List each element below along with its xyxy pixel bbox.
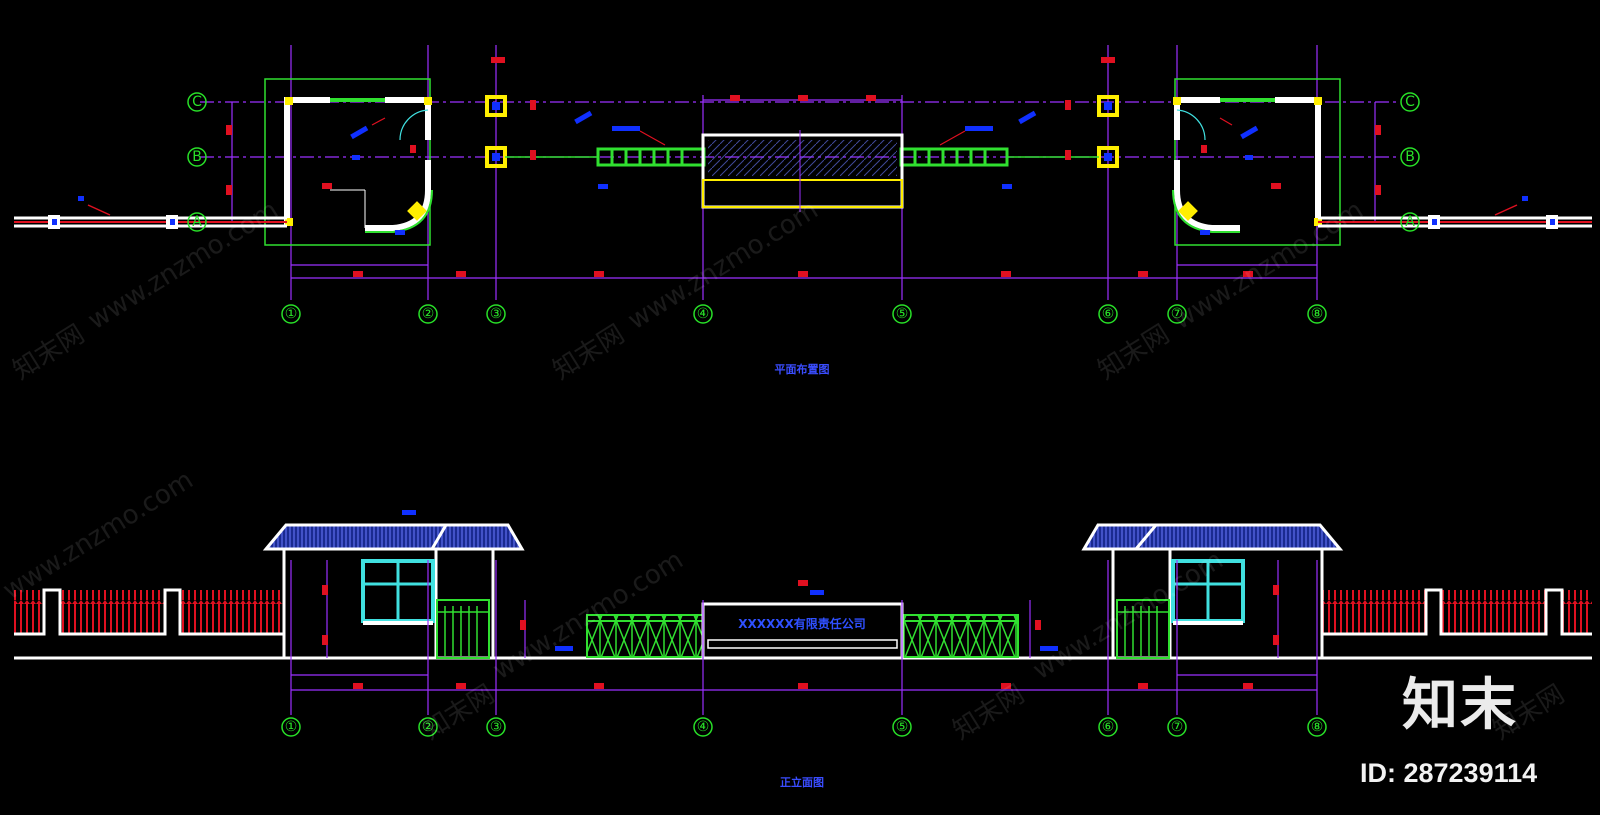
plan-axis-label: ① — [285, 306, 298, 322]
left-guardhouse-elevation — [262, 523, 525, 659]
plan-leader-lines — [371, 117, 1233, 146]
watermark-site: www.znzmo.com — [83, 195, 284, 336]
company-sign-text: XXXXXX有限责任公司 — [738, 616, 866, 631]
brand-logo: 知末 — [1402, 673, 1518, 738]
watermark-brand: 知末网 — [948, 679, 1030, 746]
elevation-axis-label: ⑥ — [1102, 719, 1115, 735]
left-fence-elevation — [14, 588, 284, 636]
elevation-axis-label: ⑤ — [896, 719, 909, 735]
elevation-axis-label: ④ — [697, 719, 710, 735]
watermark-brand: 知末网 — [548, 319, 630, 386]
elevation-view: XXXXXX有限责任公司 — [14, 510, 1592, 789]
plan-axis-label: ⑦ — [1171, 306, 1184, 322]
elevation-axis-label: ⑧ — [1311, 719, 1324, 735]
left-boundary-wall-plan — [14, 204, 287, 229]
watermark-brand: 知末网 — [1093, 319, 1175, 386]
plan-view: ① ② ③ ④ ⑤ ⑥ ⑦ ⑧ C B A C B A 平面布置图 — [14, 45, 1592, 376]
watermark-brand: 知末网 — [418, 679, 500, 746]
plan-dimension-tags — [226, 57, 1381, 277]
watermark-site: www.znzmo.com — [623, 195, 824, 336]
elevation-axis-label: ⑦ — [1171, 719, 1184, 735]
elevation-text-tags — [402, 510, 1058, 651]
plan-row-axis-label-left: A — [192, 214, 202, 230]
plan-column-axis-labels: ① ② ③ ④ ⑤ ⑥ ⑦ ⑧ C B A C B A — [192, 94, 1415, 322]
elevation-dimension-tags — [322, 580, 1279, 689]
elevation-axis-label: ① — [285, 719, 298, 735]
elevation-column-axis-labels: ① ② ③ ④ ⑤ ⑥ ⑦ ⑧ — [285, 719, 1324, 735]
plan-title: 平面布置图 — [775, 362, 830, 376]
right-fence-elevation — [1322, 588, 1592, 636]
left-guardhouse-plan — [264, 78, 433, 246]
plan-axis-label: ④ — [697, 306, 710, 322]
plan-row-axis-label-right: B — [1405, 149, 1415, 165]
image-id-label: ID: 287239114 — [1360, 758, 1538, 788]
plan-axis-label: ⑧ — [1311, 306, 1324, 322]
elevation-axis-lines — [290, 560, 1318, 715]
plan-axis-label: ③ — [490, 306, 503, 322]
plan-row-axis-label-left: B — [192, 149, 202, 165]
right-boundary-wall-plan — [1318, 204, 1592, 229]
plan-column-axis-bubbles — [187, 92, 1420, 324]
plan-text-tags — [78, 110, 1528, 235]
elevation-title: 正立面图 — [780, 775, 824, 789]
plan-row-axis-label-right: A — [1405, 214, 1415, 230]
sliding-gates-elevation — [586, 614, 1019, 658]
watermark-site: www.znzmo.com — [0, 465, 199, 606]
right-guardhouse-elevation — [1081, 523, 1344, 659]
watermark-site: www.znzmo.com — [1028, 545, 1229, 686]
elevation-axis-label: ③ — [490, 719, 503, 735]
sign-wall-plan — [701, 130, 904, 212]
watermark-brand: 知末网 — [8, 319, 90, 386]
elevation-axis-label: ② — [422, 719, 435, 735]
plan-axis-label: ② — [422, 306, 435, 322]
plan-row-axis-label-right: C — [1405, 94, 1415, 110]
plan-row-axis-label-left: C — [192, 94, 202, 110]
plan-axis-label: ⑤ — [896, 306, 909, 322]
plan-axis-label: ⑥ — [1102, 306, 1115, 322]
sign-wall-elevation: XXXXXX有限责任公司 — [701, 602, 904, 660]
elevation-column-axis-bubbles — [281, 717, 1327, 737]
